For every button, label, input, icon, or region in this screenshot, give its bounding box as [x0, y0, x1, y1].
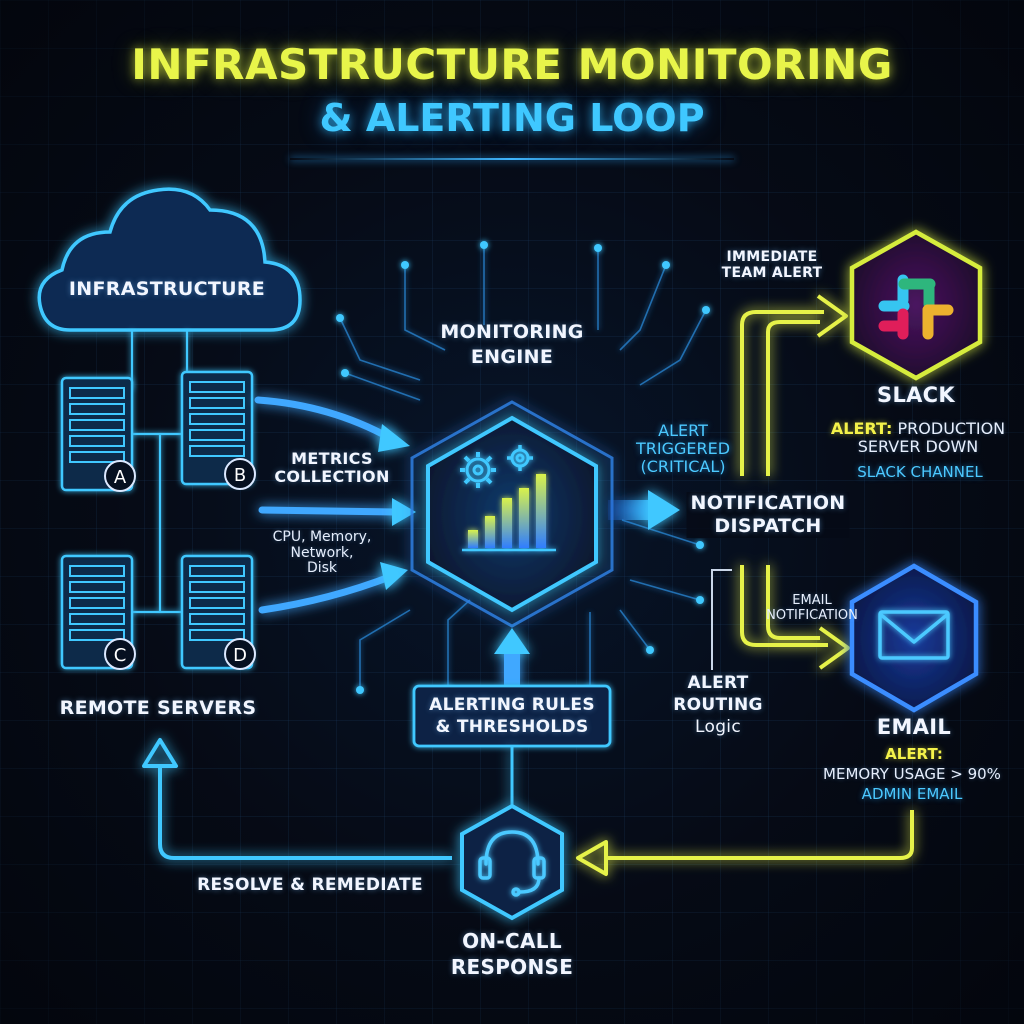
email-notification-label: EMAIL NOTIFICATION — [766, 593, 858, 623]
metrics-detail-label: CPU, Memory, Network, Disk — [272, 529, 372, 577]
routing-arrowheads — [816, 294, 850, 670]
oncall-label-line2: RESPONSE — [450, 955, 574, 979]
engine-label-line2: ENGINE — [470, 345, 554, 368]
routing-label-line1: ALERT — [687, 673, 749, 693]
server-badge-d: D — [233, 645, 247, 666]
email-hexagon — [849, 563, 979, 713]
alert-triggered-line3: (CRITICAL) — [640, 456, 726, 476]
metrics-label-line1: METRICS — [291, 449, 373, 468]
alerting-rules-label: ALERTING RULES & THRESHOLDS — [429, 694, 595, 738]
engine-label-line1: MONITORING — [440, 321, 584, 343]
oncall-response-label: ON-CALL RESPONSE — [451, 928, 573, 980]
slack-hexagon — [849, 229, 983, 381]
alert-triggered-line1: ALERT — [658, 421, 708, 440]
immediate-label-line1: IMMEDIATE — [726, 249, 818, 265]
slack-channel-label: SLACK CHANNEL — [857, 463, 983, 481]
routing-label-line3: Logic — [695, 717, 741, 738]
page-title: INFRASTRUCTURE MONITORING — [131, 40, 893, 89]
metrics-collection-label: METRICS COLLECTION — [274, 450, 389, 486]
title-divider — [290, 158, 734, 160]
server-connector-lines — [130, 330, 189, 614]
oncall-label-line1: ON-CALL — [462, 929, 562, 953]
slack-alert-line1: PRODUCTION — [892, 419, 1006, 438]
oncall-hexagon — [460, 803, 564, 921]
infrastructure-label: INFRASTRUCTURE — [68, 278, 266, 300]
slack-label: SLACK — [877, 383, 955, 407]
email-notif-line1: EMAIL — [792, 593, 832, 608]
alert-triggered-label: ALERT TRIGGERED (CRITICAL) — [636, 422, 730, 476]
metrics-arrowheads — [378, 424, 416, 590]
admin-email-label: ADMIN EMAIL — [861, 785, 963, 803]
cloud-icon — [37, 187, 302, 332]
slack-alert-line2: SERVER DOWN — [857, 436, 979, 456]
metrics-detail-line1: CPU, Memory, — [272, 529, 372, 545]
rules-label-line1: ALERTING RULES — [429, 695, 595, 715]
email-label: EMAIL — [876, 715, 952, 739]
email-alert-prefix: ALERT: — [885, 745, 943, 763]
slack-alert-text: ALERT: PRODUCTION SERVER DOWN — [831, 420, 1005, 456]
rules-arrow — [494, 628, 530, 686]
dispatch-label-line2: DISPATCH — [714, 514, 822, 537]
slack-logo — [878, 274, 954, 340]
resolve-remediate-label: RESOLVE & REMEDIATE — [197, 875, 423, 895]
routing-lines — [740, 310, 828, 647]
server-badge-a: A — [114, 467, 127, 488]
metrics-arrows — [254, 396, 399, 614]
headset-icon — [478, 830, 546, 897]
email-alert-text: MEMORY USAGE > 90% — [823, 765, 1001, 783]
circuit-traces — [339, 245, 707, 690]
dispatch-arrow — [608, 490, 680, 530]
server-badge-labels: A B C D — [114, 465, 247, 666]
metrics-detail-line2: Network, — [290, 544, 354, 561]
metrics-detail-line3: Disk — [306, 560, 338, 577]
page-subtitle: & ALERTING LOOP — [319, 96, 705, 140]
bar-chart-icon — [462, 474, 556, 552]
immediate-label-line2: TEAM ALERT — [721, 264, 823, 281]
slack-alert-prefix: ALERT: — [830, 419, 893, 438]
email-notif-line2: NOTIFICATION — [766, 607, 858, 623]
alert-routing-label: ALERT ROUTING Logic — [673, 672, 763, 738]
circuit-nodes — [336, 241, 710, 694]
routing-bracket — [711, 569, 732, 670]
alert-triggered-line2: TRIGGERED — [635, 438, 731, 458]
server-badge-b: B — [234, 465, 246, 486]
immediate-team-alert-label: IMMEDIATE TEAM ALERT — [721, 249, 823, 281]
server-badges — [104, 458, 256, 670]
envelope-icon — [878, 610, 950, 660]
metrics-label-line2: COLLECTION — [274, 466, 390, 486]
server-badge-c: C — [114, 645, 127, 666]
remote-servers-label: REMOTE SERVERS — [59, 697, 257, 719]
monitoring-engine-label: MONITORING ENGINE — [440, 320, 583, 369]
routing-label-line2: ROUTING — [673, 695, 763, 716]
notification-dispatch-label: NOTIFICATION DISPATCH — [686, 492, 850, 538]
rules-label-line2: & THRESHOLDS — [435, 717, 589, 738]
return-loop — [142, 738, 914, 876]
gear-icon — [460, 445, 533, 488]
dispatch-label-line1: NOTIFICATION — [690, 492, 846, 514]
